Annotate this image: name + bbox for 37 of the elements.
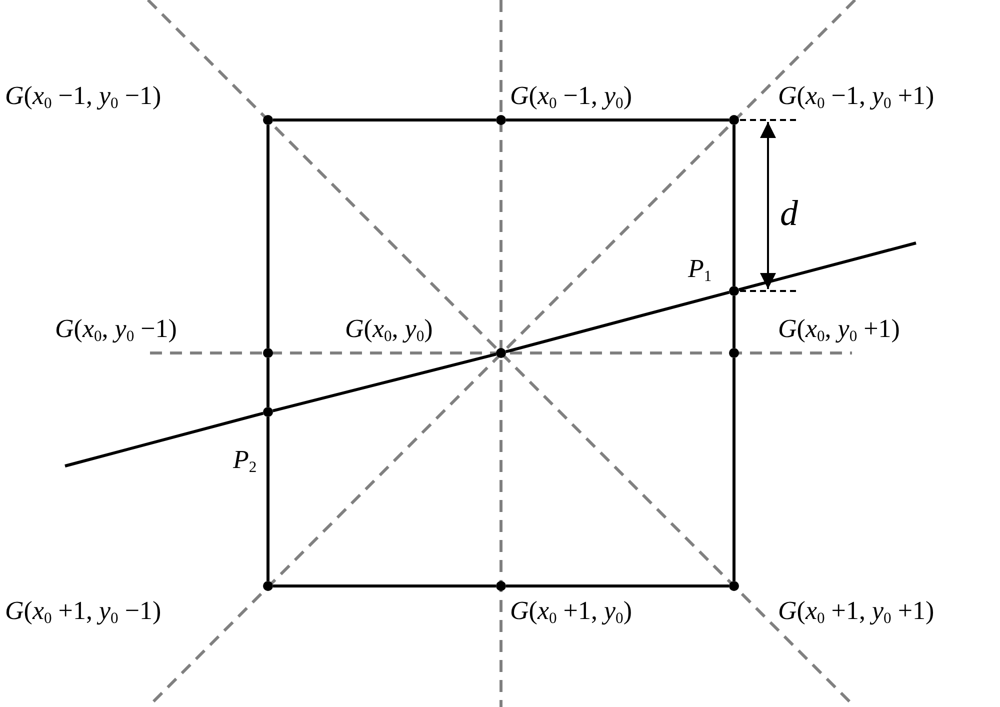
line-segment	[273, 118, 496, 122]
point-label: G(x$_{0}$, y$_{0}$ +1)	[778, 316, 900, 344]
line-segment	[732, 125, 736, 286]
point-label: G(x$_{0}$, y$_{0}$ −1)	[55, 316, 177, 344]
grid-point	[263, 407, 273, 417]
point-label: G(x$_{0}$ −1, y$_{0}$ +1)	[778, 83, 934, 112]
line-segment	[266, 417, 270, 581]
point-label: G(x$_{0}$ +1, y$_{0}$ −1)	[5, 598, 162, 626]
line-segment	[266, 358, 270, 407]
grid-point	[729, 581, 739, 591]
point-label: G(x$_{0}$ +1, y$_{0}$)	[510, 598, 632, 626]
line-segment	[272, 352, 497, 412]
line-segment	[738, 242, 916, 292]
line-segment	[506, 118, 729, 122]
line-segment	[505, 290, 730, 354]
point-label: G(x$_{0}$ −1, y$_{0}$)	[510, 83, 632, 112]
line-segment	[266, 125, 270, 348]
point-label: P$_{2}$	[233, 447, 257, 476]
point-label: G(x$_{0}$ −1, y$_{0}$ −1)	[5, 83, 162, 112]
dimension-label: d	[780, 195, 798, 231]
point-label: P$_{1}$	[688, 256, 712, 284]
line-segment	[732, 296, 736, 348]
line-segment	[64, 412, 264, 468]
grid-point	[263, 115, 273, 125]
point-label: G(x$_{0}$ +1, y$_{0}$ +1)	[778, 598, 934, 626]
grid-point	[729, 115, 739, 125]
line-segment	[273, 584, 496, 588]
grid-point	[496, 348, 506, 358]
grid-point	[496, 581, 506, 591]
grid-point	[729, 348, 739, 358]
line-segment	[732, 358, 736, 581]
grid-point	[263, 348, 273, 358]
grid-point	[263, 581, 273, 591]
grid-point	[496, 115, 506, 125]
point-label: G(x$_{0}$, y$_{0}$)	[345, 316, 433, 344]
grid-point	[729, 286, 739, 296]
line-segment	[506, 584, 729, 588]
